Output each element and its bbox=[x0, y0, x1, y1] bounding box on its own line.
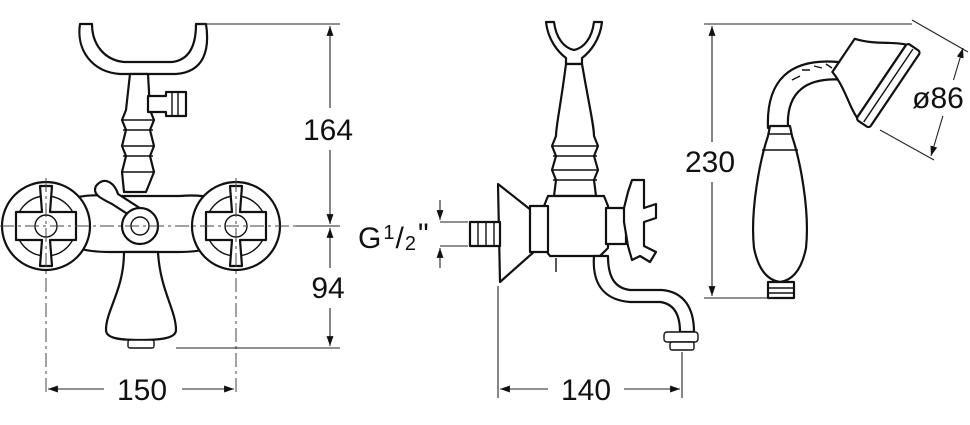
hand-shower bbox=[752, 37, 921, 300]
front-spout bbox=[104, 250, 178, 342]
front-column bbox=[120, 72, 156, 194]
dim-shower-length: 230 bbox=[685, 146, 735, 179]
front-holder-cradle bbox=[78, 22, 209, 76]
shower-connector bbox=[766, 280, 796, 300]
front-dimensions: 164 94 150 bbox=[48, 23, 364, 407]
dim-shower-diameter: ø86 bbox=[912, 82, 964, 115]
front-hose-outlet bbox=[146, 90, 188, 118]
side-holder bbox=[544, 20, 604, 66]
side-inlet-thread bbox=[468, 220, 502, 248]
side-view bbox=[468, 20, 699, 351]
dim-front-height-upper: 164 bbox=[303, 114, 353, 147]
front-view bbox=[0, 22, 296, 395]
side-cross-handle bbox=[622, 178, 658, 264]
side-body bbox=[542, 194, 610, 258]
side-spout bbox=[592, 254, 696, 334]
side-column bbox=[550, 62, 600, 198]
dim-front-width: 150 bbox=[117, 374, 167, 407]
dim-front-height-lower: 94 bbox=[311, 272, 344, 305]
shower-dimensions: 230 ø86 bbox=[672, 19, 970, 299]
dim-side-projection: 140 bbox=[561, 374, 611, 407]
